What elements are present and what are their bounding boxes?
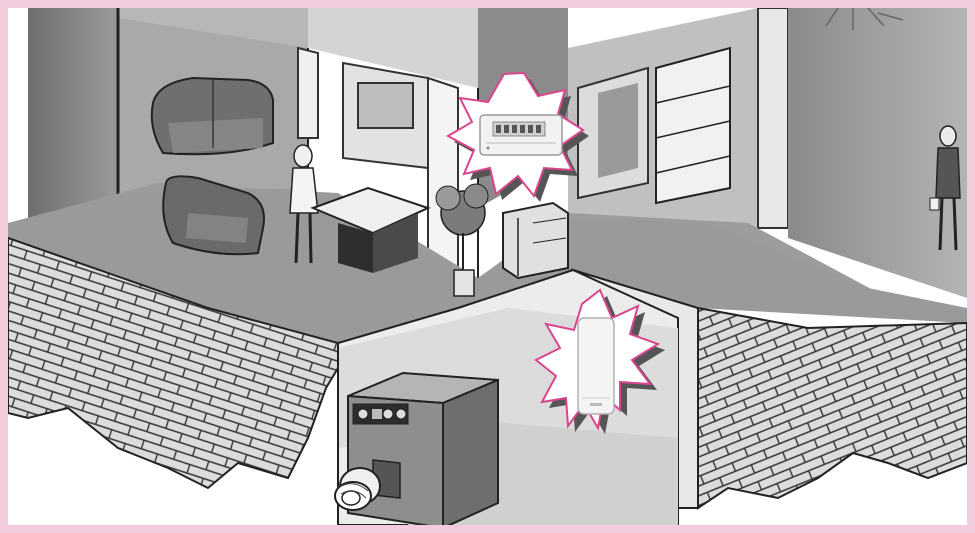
receiver-icon <box>578 318 614 414</box>
boiler-icon <box>335 373 498 525</box>
right-brick-wall <box>698 308 967 508</box>
sofa <box>152 78 273 154</box>
house-cutaway-svg <box>8 8 967 525</box>
cutaway-illustration <box>8 8 967 525</box>
cabinet <box>503 203 568 278</box>
thermostat-icon <box>480 115 562 155</box>
